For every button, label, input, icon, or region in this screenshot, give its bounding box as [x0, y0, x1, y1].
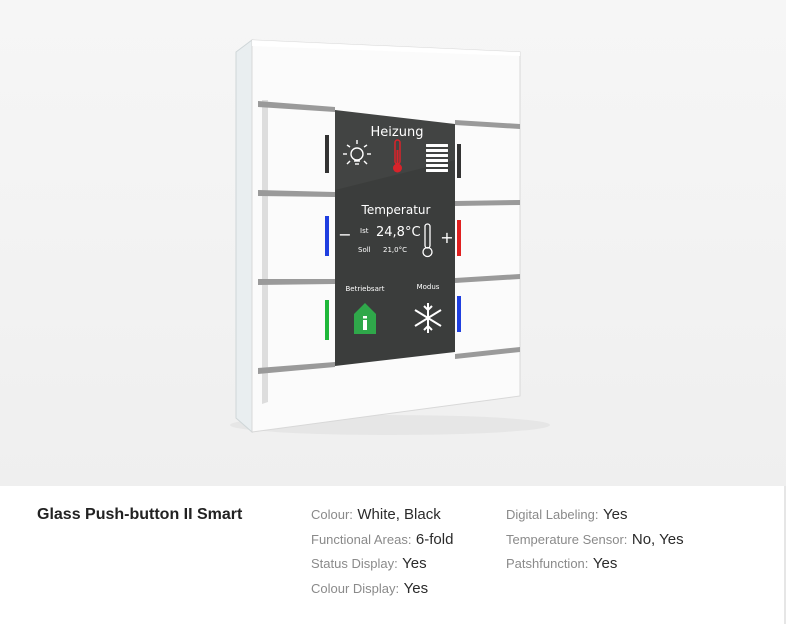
- product-image: Heizung T: [0, 0, 786, 486]
- spec-item: Digital Labeling: Yes: [506, 506, 684, 531]
- plus-icon[interactable]: +: [440, 228, 453, 247]
- spec-label: Colour:: [311, 507, 353, 522]
- ist-value: 24,8°C: [376, 225, 421, 240]
- spec-value: Yes: [403, 579, 429, 597]
- led-indicator-top-right: [457, 144, 461, 178]
- minus-icon[interactable]: −: [338, 225, 351, 244]
- spec-value: No, Yes: [631, 530, 684, 548]
- house-icon: [354, 303, 376, 334]
- temperature-title: Temperatur: [361, 203, 431, 217]
- led-indicator-bottom-left: [325, 300, 329, 340]
- push-button-device: Heizung T: [230, 39, 550, 435]
- spec-column-1: Colour: White, Black Functional Areas: 6…: [311, 506, 453, 604]
- spec-label: Patshfunction:: [506, 556, 589, 571]
- spec-label: Colour Display:: [311, 580, 400, 596]
- led-indicator-bottom-right: [457, 296, 461, 332]
- spec-value: Yes: [592, 555, 618, 572]
- mode-label: Modus: [417, 283, 440, 291]
- spec-label: Temperature Sensor:: [506, 531, 628, 547]
- spec-column-2: Digital Labeling: Yes Temperature Sensor…: [506, 506, 684, 580]
- spec-label: Digital Labeling:: [506, 507, 599, 522]
- spec-item: Colour: White, Black: [311, 506, 453, 531]
- thermometer-icon: [393, 139, 402, 173]
- soll-label: Soll: [358, 246, 371, 254]
- led-indicator-top-left: [325, 135, 329, 173]
- spec-label: Status Display:: [311, 556, 398, 571]
- spec-item: Status Display: Yes: [311, 555, 453, 580]
- led-indicator-mid-left: [325, 216, 329, 256]
- spec-label: Functional Areas:: [311, 531, 412, 547]
- spec-item: Colour Display: Yes: [311, 580, 453, 605]
- product-title: Glass Push-button II Smart: [37, 506, 243, 523]
- display-screen: [335, 110, 455, 366]
- divider: [784, 486, 786, 624]
- light-bulb-icon: [343, 140, 371, 165]
- operating-mode-label: Betriebsart: [346, 285, 385, 293]
- led-indicator-mid-right: [457, 220, 461, 256]
- spec-value: Yes: [402, 555, 427, 572]
- blinds-icon: [426, 144, 448, 172]
- spec-item: Temperature Sensor: No, Yes: [506, 531, 684, 556]
- display-heading: Heizung: [371, 125, 424, 140]
- spec-value: 6-fold: [415, 530, 454, 548]
- product-info: Glass Push-button II Smart Colour: White…: [0, 486, 786, 624]
- spec-value: Yes: [602, 506, 628, 523]
- ist-label: Ist: [360, 227, 369, 235]
- spec-item: Functional Areas: 6-fold: [311, 531, 453, 556]
- snowflake-icon: [414, 303, 442, 333]
- thermometer-outline-icon: [422, 223, 433, 258]
- soll-value: 21,0°C: [383, 246, 407, 254]
- spec-value: White, Black: [357, 506, 441, 523]
- spec-item: Patshfunction: Yes: [506, 555, 684, 580]
